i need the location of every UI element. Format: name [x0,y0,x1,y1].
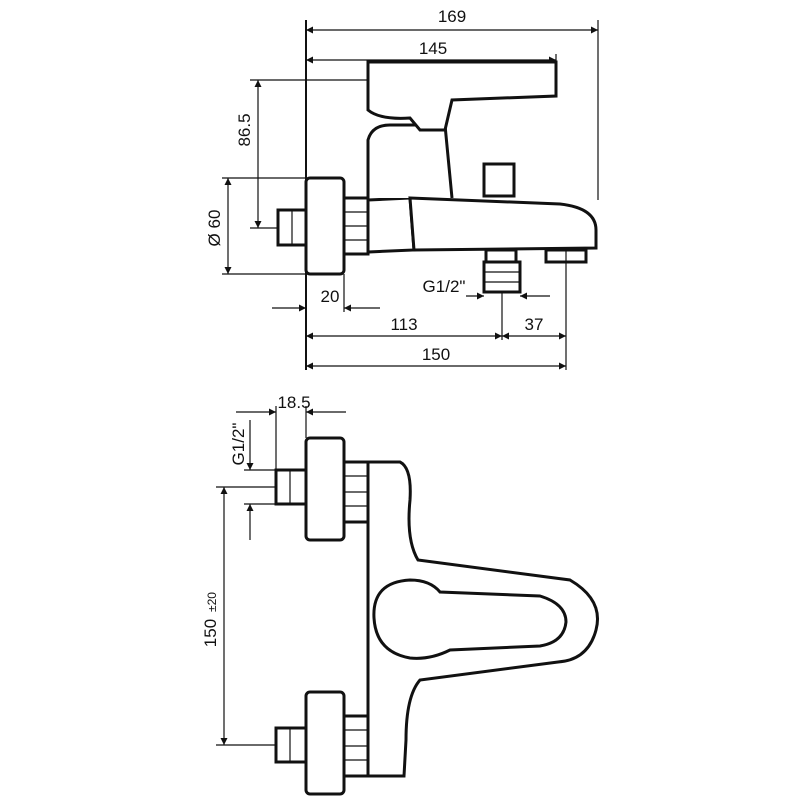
wall-flange [304,176,346,276]
dim-spout-tip: 37 [525,315,544,334]
lower-nut [342,714,370,778]
dim-spout-offset: 113 [390,315,417,334]
dim-flange-diameter: Ø 60 [205,210,224,247]
dim-inlet-depth: 18.5 [277,393,310,412]
dim-handle-length: 145 [419,39,447,58]
shower-outlet [482,248,522,294]
dim-centre-tolerance: ±20 [205,592,219,612]
handle-lever [366,60,558,132]
mixer-body [366,196,416,254]
dim-body-length: 150 [422,345,450,364]
dim-outlet-thread: G1/2" [423,277,466,296]
dim-height-to-handle: 86.5 [235,113,254,146]
lower-inlet-pipe [274,726,308,764]
dim-centre-distance: 150 [201,619,220,647]
upper-inlet-pipe [274,468,308,506]
spout [408,196,598,252]
hex-nut [342,196,370,256]
diverter-knob [482,162,516,198]
cartridge-housing [366,123,454,199]
top-view: 18.5 G1/2" 150 ±20 [201,393,599,796]
side-view: 169 145 86.5 Ø 60 20 G1/2" 113 37 [205,7,599,370]
dim-flange-offset: 20 [321,287,340,306]
lever-cutout [372,578,568,660]
upper-nut [342,460,370,524]
lower-flange [304,690,346,796]
dim-overall-length: 169 [438,7,466,26]
dim-inlet-thread: G1/2" [229,423,248,466]
upper-flange [304,436,346,542]
